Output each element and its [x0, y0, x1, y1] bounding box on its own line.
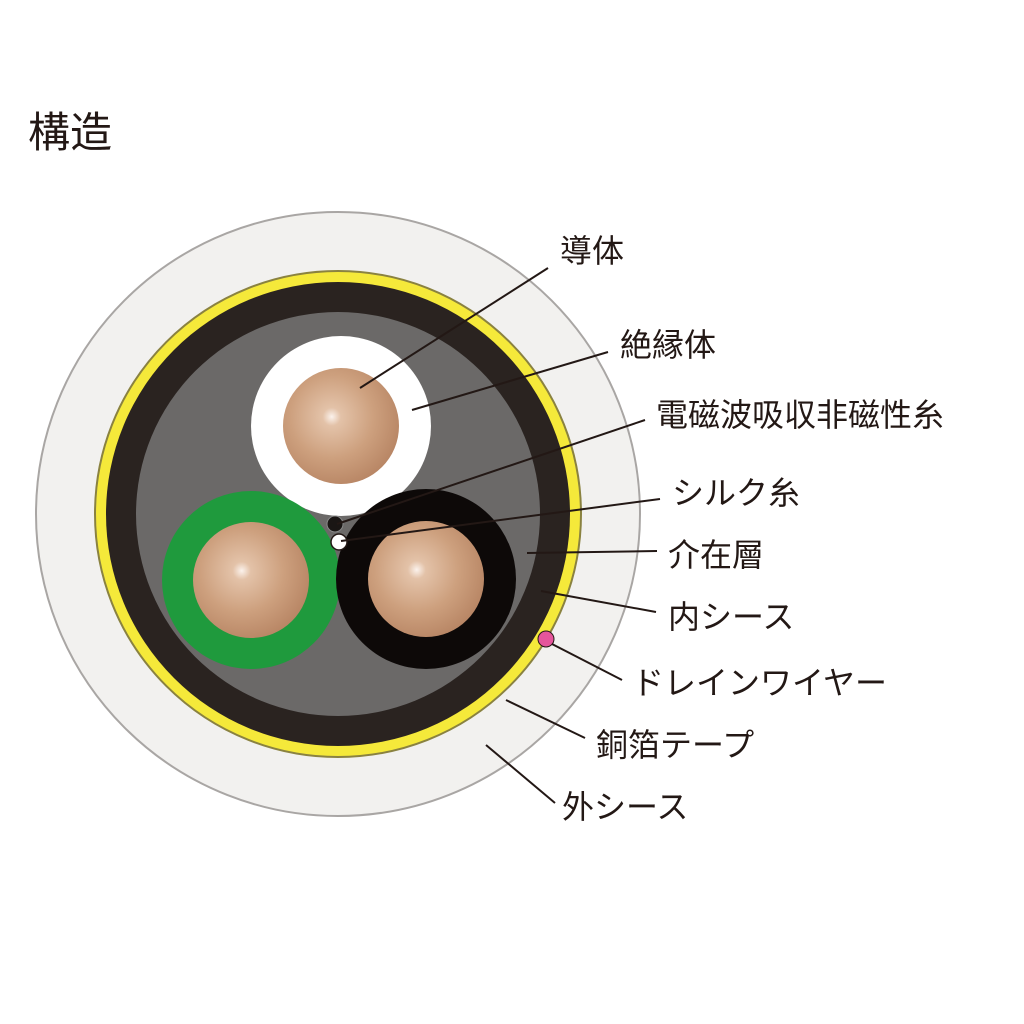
leader-copper-tape: [505, 699, 586, 739]
leader-filler: [526, 550, 658, 554]
label-copper-foil-tape: 銅箔テープ: [596, 726, 754, 764]
em-absorbing-thread: [326, 515, 344, 533]
conductor-right: [368, 521, 484, 637]
leader-drain-wire: [551, 643, 623, 681]
leader-conductor: [359, 267, 549, 389]
leader-outer-sheath: [485, 744, 556, 804]
label-drain-wire: ドレインワイヤー: [632, 664, 887, 702]
drain-wire: [537, 630, 555, 648]
label-insulation: 絶縁体: [620, 326, 716, 364]
label-filler-layer: 介在層: [668, 536, 764, 574]
leader-em-thread: [336, 419, 646, 525]
leader-inner-sheath: [540, 590, 657, 613]
label-em-absorbing-thread: 電磁波吸収非磁性糸: [656, 396, 944, 434]
label-inner-sheath: 内シース: [668, 598, 794, 636]
conductor-top: [283, 368, 399, 484]
leader-silk-thread: [340, 498, 661, 542]
page-title: 構造: [28, 108, 113, 157]
label-conductor: 導体: [560, 232, 624, 270]
leader-insulation: [411, 351, 609, 411]
conductor-left: [193, 522, 309, 638]
label-silk-thread: シルク糸: [672, 474, 800, 512]
label-outer-sheath: 外シース: [562, 788, 688, 826]
silk-thread: [330, 533, 348, 551]
